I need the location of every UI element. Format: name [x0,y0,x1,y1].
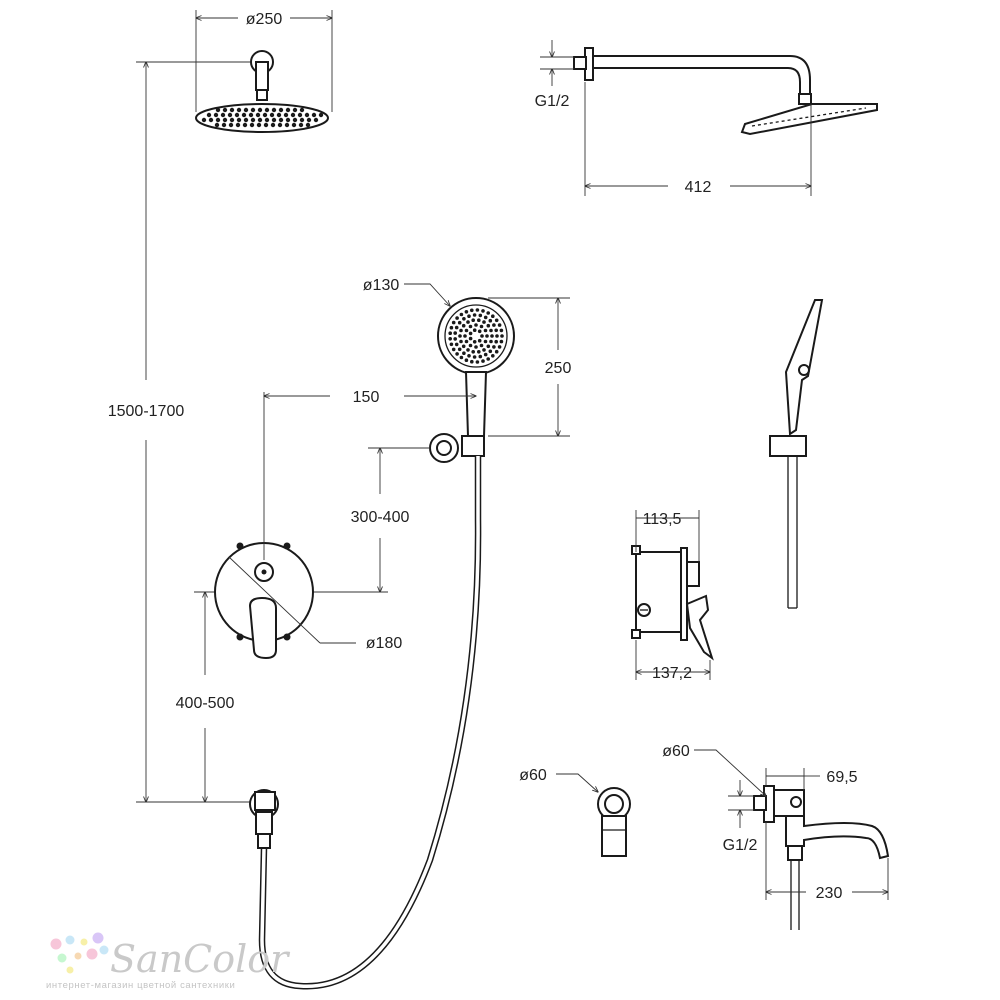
connector-diameter-label: ø60 [662,743,690,760]
spout-diameter-label: ø60 [519,767,547,784]
rain-diameter-label: ø250 [246,11,283,28]
mixer-diameter-label: ø180 [366,635,403,652]
hand-diameter-label: ø130 [363,277,400,294]
hand-shower-front-view: ø130 250 150 300-400 [258,277,572,990]
arm-length-label: 412 [685,179,712,196]
hand-shower-nozzles [448,308,504,364]
thread-top-label: G1/2 [535,93,570,110]
brand-name: SanColor [110,937,291,981]
hand-shower-side-view [769,299,824,609]
mixer-front-view: ø180 [214,392,403,660]
mixer-depth-total-label: 137,2 [652,665,692,682]
thread-bottom-label: G1/2 [723,837,758,854]
mixer-height-label: 400-500 [176,695,235,712]
height-dimensions: 1500-1700 400-500 [108,62,388,802]
spout-depth-label: 69,5 [826,769,857,786]
mixer-side-view: 113,5 137,2 [631,510,714,682]
brand-dots-logo [50,932,109,974]
connector-side-view: ø60 69,5 G1/2 230 [662,743,890,930]
rain-head-nozzles [201,107,324,128]
offset-150-label: 150 [353,389,380,406]
rain-shower-front-view: ø250 [195,10,332,133]
holder-range-label: 300-400 [351,509,410,526]
mixer-depth-front-label: 113,5 [643,511,682,528]
spout-length-label: 230 [816,885,843,902]
brand-watermark: SanColor интернет-магазин цветной сантех… [46,932,291,991]
brand-tagline: интернет-магазин цветной сантехники [46,980,235,991]
total-height-label: 1500-1700 [108,403,185,420]
hand-height-label: 250 [545,360,572,377]
rain-shower-side-view: G1/2 412 [535,40,878,196]
wall-connector [249,789,279,849]
spout-front-view: ø60 [519,767,631,857]
